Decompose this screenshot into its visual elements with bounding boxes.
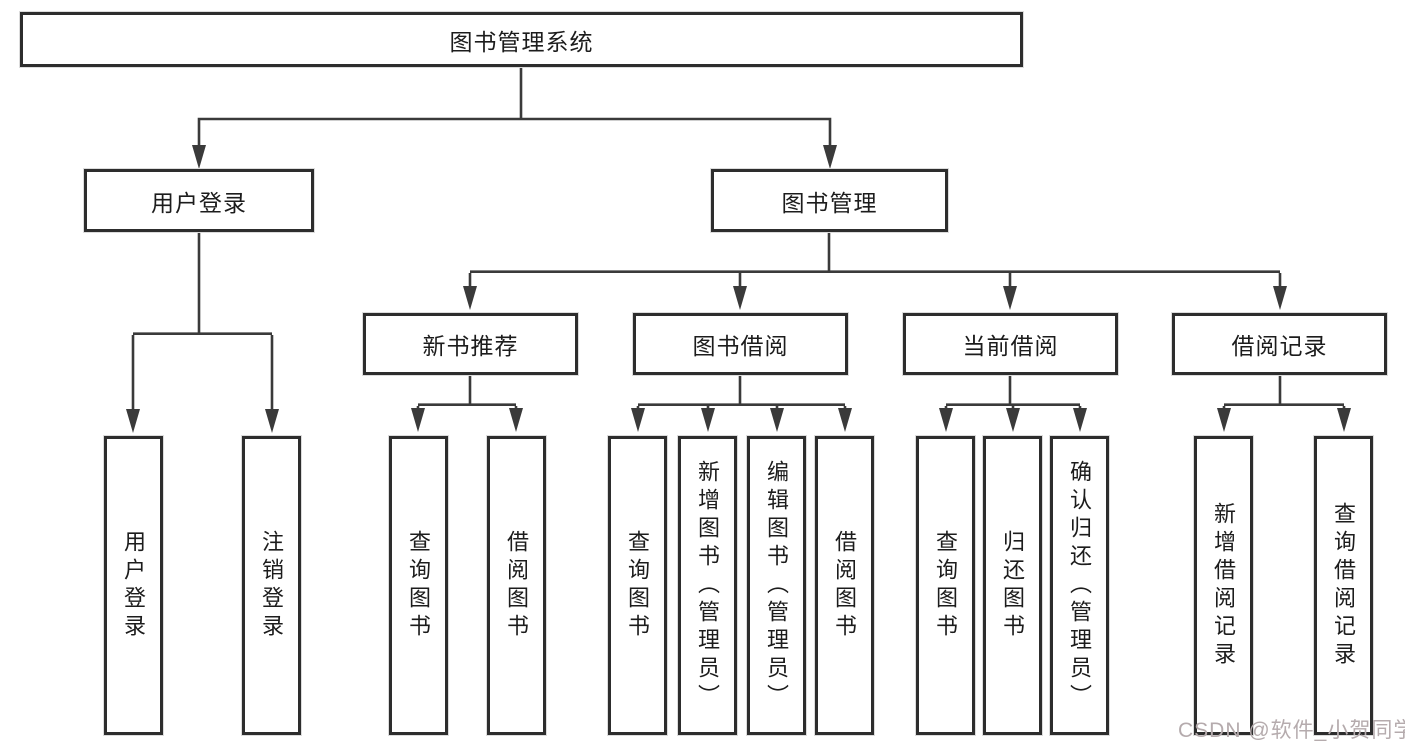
leaf-borrow-books-borrowing-label: 借阅图书 — [832, 529, 858, 642]
branch-user-login-label: 用户登录 — [151, 189, 247, 216]
leaf-borrow-books-recommend-label: 借阅图书 — [504, 529, 530, 642]
node-current-borrowing-label: 当前借阅 — [962, 333, 1059, 359]
leaf-query-books-borrowing: 查询图书 — [608, 436, 667, 735]
leaf-edit-books-admin: 编辑图书（管理员） — [747, 436, 806, 735]
leaf-logout: 注销登录 — [242, 436, 301, 735]
leaf-confirm-return-admin: 确认归还（管理员） — [1050, 436, 1109, 735]
leaf-add-borrow-record: 新增借阅记录 — [1194, 436, 1253, 735]
leaf-add-books-admin-label: 新增图书（管理员） — [695, 459, 721, 712]
leaf-query-books-recommend: 查询图书 — [389, 436, 448, 735]
leaf-return-books: 归还图书 — [983, 436, 1042, 735]
leaf-user-login-label: 用户登录 — [121, 529, 147, 642]
leaf-query-books-current-label: 查询图书 — [933, 529, 959, 642]
leaf-add-borrow-record-label: 新增借阅记录 — [1211, 501, 1237, 670]
leaf-confirm-return-admin-label: 确认归还（管理员） — [1067, 459, 1093, 712]
node-book-borrowing: 图书借阅 — [633, 313, 848, 375]
leaf-logout-label: 注销登录 — [259, 529, 285, 642]
node-new-book-recommendation: 新书推荐 — [363, 313, 578, 375]
leaf-query-books-current: 查询图书 — [916, 436, 975, 735]
node-borrowing-records-label: 借阅记录 — [1231, 333, 1328, 359]
leaf-query-books-recommend-label: 查询图书 — [406, 529, 432, 642]
leaf-user-login: 用户登录 — [104, 436, 163, 735]
leaf-borrow-books-recommend: 借阅图书 — [487, 436, 546, 735]
leaf-edit-books-admin-label: 编辑图书（管理员） — [764, 459, 790, 712]
leaf-add-books-admin: 新增图书（管理员） — [678, 436, 737, 735]
branch-book-management-label: 图书管理 — [781, 189, 878, 216]
leaf-return-books-label: 归还图书 — [1000, 529, 1026, 642]
node-new-book-recommendation-label: 新书推荐 — [422, 333, 519, 359]
node-book-borrowing-label: 图书借阅 — [692, 333, 789, 359]
leaf-query-books-borrowing-label: 查询图书 — [625, 529, 651, 642]
leaf-borrow-books-borrowing: 借阅图书 — [815, 436, 874, 735]
branch-user-login: 用户登录 — [84, 169, 314, 232]
leaf-query-borrow-record-label: 查询借阅记录 — [1331, 501, 1357, 670]
root-node-label: 图书管理系统 — [449, 28, 594, 55]
node-borrowing-records: 借阅记录 — [1172, 313, 1387, 375]
branch-book-management: 图书管理 — [711, 169, 948, 232]
root-node-library-management-system: 图书管理系统 — [20, 12, 1023, 67]
node-current-borrowing: 当前借阅 — [903, 313, 1118, 375]
csdn-watermark: CSDN @软件_小贺同学 — [1178, 719, 1405, 742]
leaf-query-borrow-record: 查询借阅记录 — [1314, 436, 1373, 735]
